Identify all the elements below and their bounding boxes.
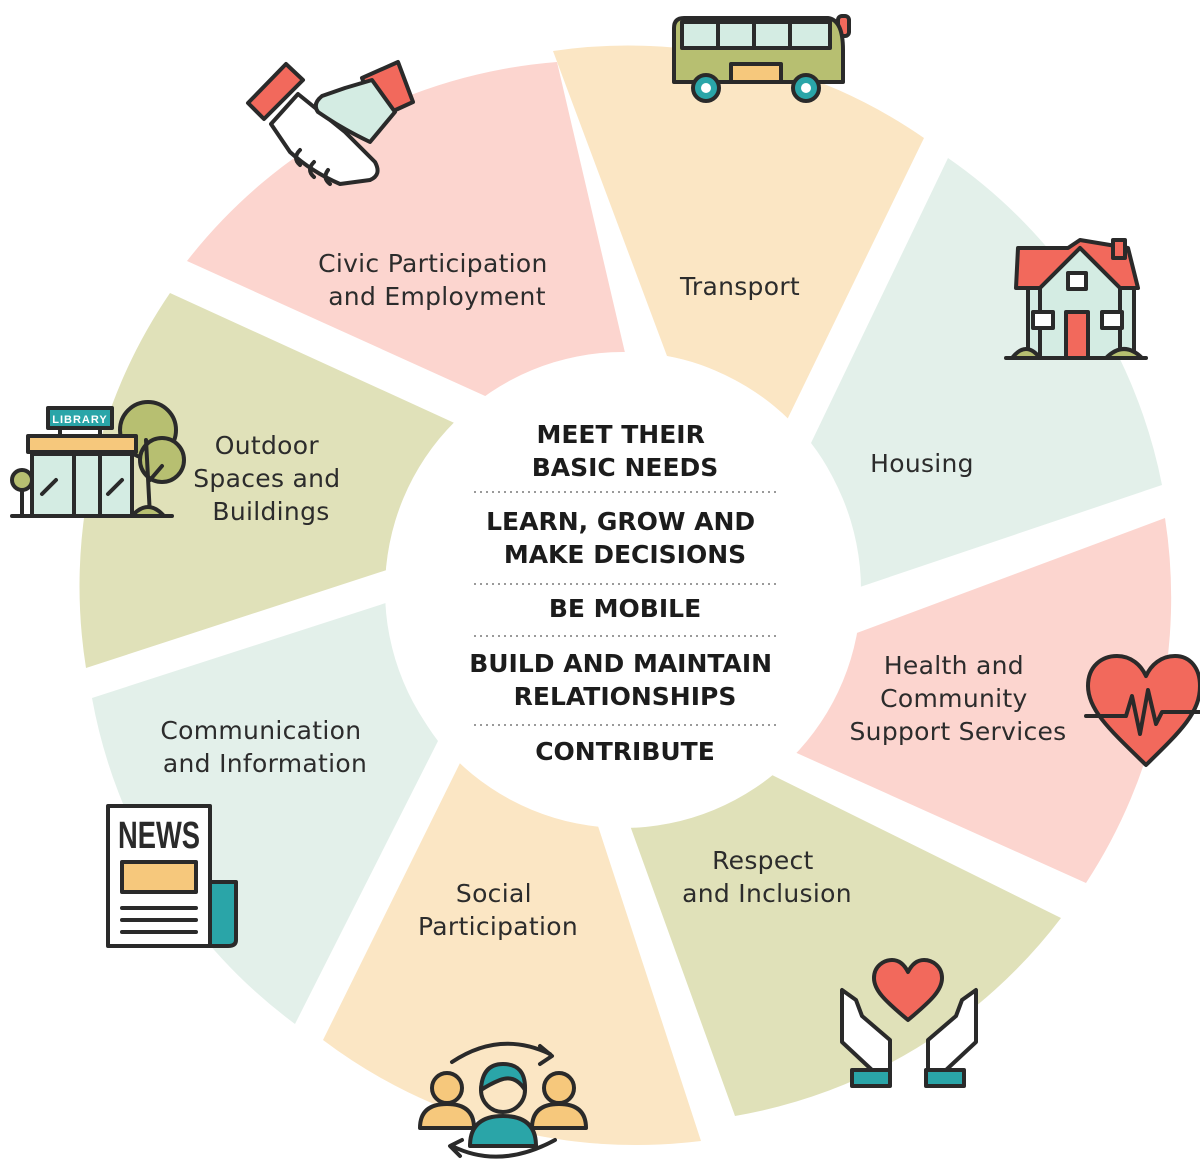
core-item-learn-grow: LEARN, GROW AND MAKE DECISIONS — [486, 507, 764, 569]
bus-icon — [672, 14, 851, 103]
segment-transport — [553, 45, 924, 422]
segment-label-housing: Housing — [870, 449, 974, 478]
newspaper-title: NEWS — [118, 815, 200, 857]
hands-heart-icon — [840, 958, 978, 1088]
segment-label-health: Health and Community Support Services — [850, 651, 1067, 746]
house-icon — [1004, 238, 1148, 360]
segment-social-participation — [323, 761, 701, 1146]
handshake-icon — [246, 60, 415, 186]
segment-label-civic: Civic Participation and Employment — [318, 249, 556, 311]
segment-civic-participation — [187, 62, 626, 400]
core-item-basic-needs: MEET THEIR BASIC NEEDS — [532, 420, 719, 482]
core-item-relationships: BUILD AND MAINTAIN RELATIONSHIPS — [469, 649, 781, 711]
segment-housing — [811, 158, 1162, 589]
segment-label-transport: Transport — [679, 272, 800, 301]
segment-labels: Civic Participation and Employment Trans… — [160, 249, 1066, 941]
segment-communication — [92, 600, 438, 1024]
library-building-icon: LIBRARY — [10, 400, 186, 518]
core-item-contribute: CONTRIBUTE — [535, 737, 715, 766]
core-circle — [385, 352, 861, 828]
segment-label-social: Social Participation — [418, 879, 578, 941]
segment-health — [790, 518, 1172, 883]
library-sign-text: LIBRARY — [52, 414, 107, 426]
segment-respect — [628, 774, 1061, 1116]
core-item-be-mobile: BE MOBILE — [549, 594, 701, 623]
people-cycle-icon — [418, 1041, 588, 1159]
newspaper-icon: NEWS — [106, 804, 238, 948]
segment-label-respect: Respect and Inclusion — [682, 846, 852, 908]
core-labels: MEET THEIR BASIC NEEDS LEARN, GROW AND M… — [469, 420, 781, 766]
segment-outdoor-spaces — [79, 293, 462, 668]
segment-label-communication: Communication and Information — [160, 716, 369, 778]
wheel-segments — [79, 45, 1172, 1146]
segment-label-outdoor: Outdoor Spaces and Buildings — [193, 431, 348, 526]
